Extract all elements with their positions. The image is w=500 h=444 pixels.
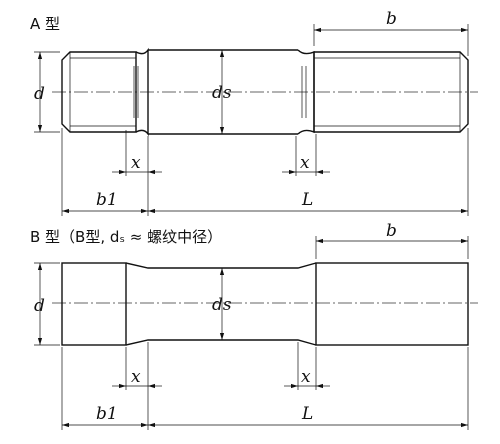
- type-b-view: B 型（B型, dₛ ≈ 螺纹中径） b d ds x: [30, 221, 478, 430]
- type-b-l-label: L: [301, 404, 313, 424]
- type-b-title: B 型（B型, dₛ ≈ 螺纹中径）: [30, 228, 222, 246]
- type-b-b1-label: b1: [96, 404, 118, 424]
- type-a-x-left-label: x: [131, 153, 141, 173]
- type-a-b-label: b: [386, 9, 397, 29]
- type-a-b1-label: b1: [96, 190, 118, 210]
- type-b-d-label: d: [34, 296, 45, 316]
- type-a-d-label: d: [34, 84, 45, 104]
- type-b-left-end: [61, 262, 127, 346]
- type-b-x-right-label: x: [301, 367, 311, 387]
- type-b-right-end: [315, 262, 469, 346]
- type-b-x-left-label: x: [131, 367, 141, 387]
- type-a-left-runout: [135, 47, 149, 137]
- type-a-ds-label: ds: [212, 83, 232, 103]
- type-a-x-right-label: x: [300, 153, 310, 173]
- type-a-l-label: L: [301, 190, 313, 210]
- type-b-b-label: b: [386, 221, 397, 241]
- type-a-view: A 型 b d ds: [30, 9, 478, 216]
- type-a-title: A 型: [30, 15, 60, 33]
- type-b-ds-label: ds: [212, 295, 232, 315]
